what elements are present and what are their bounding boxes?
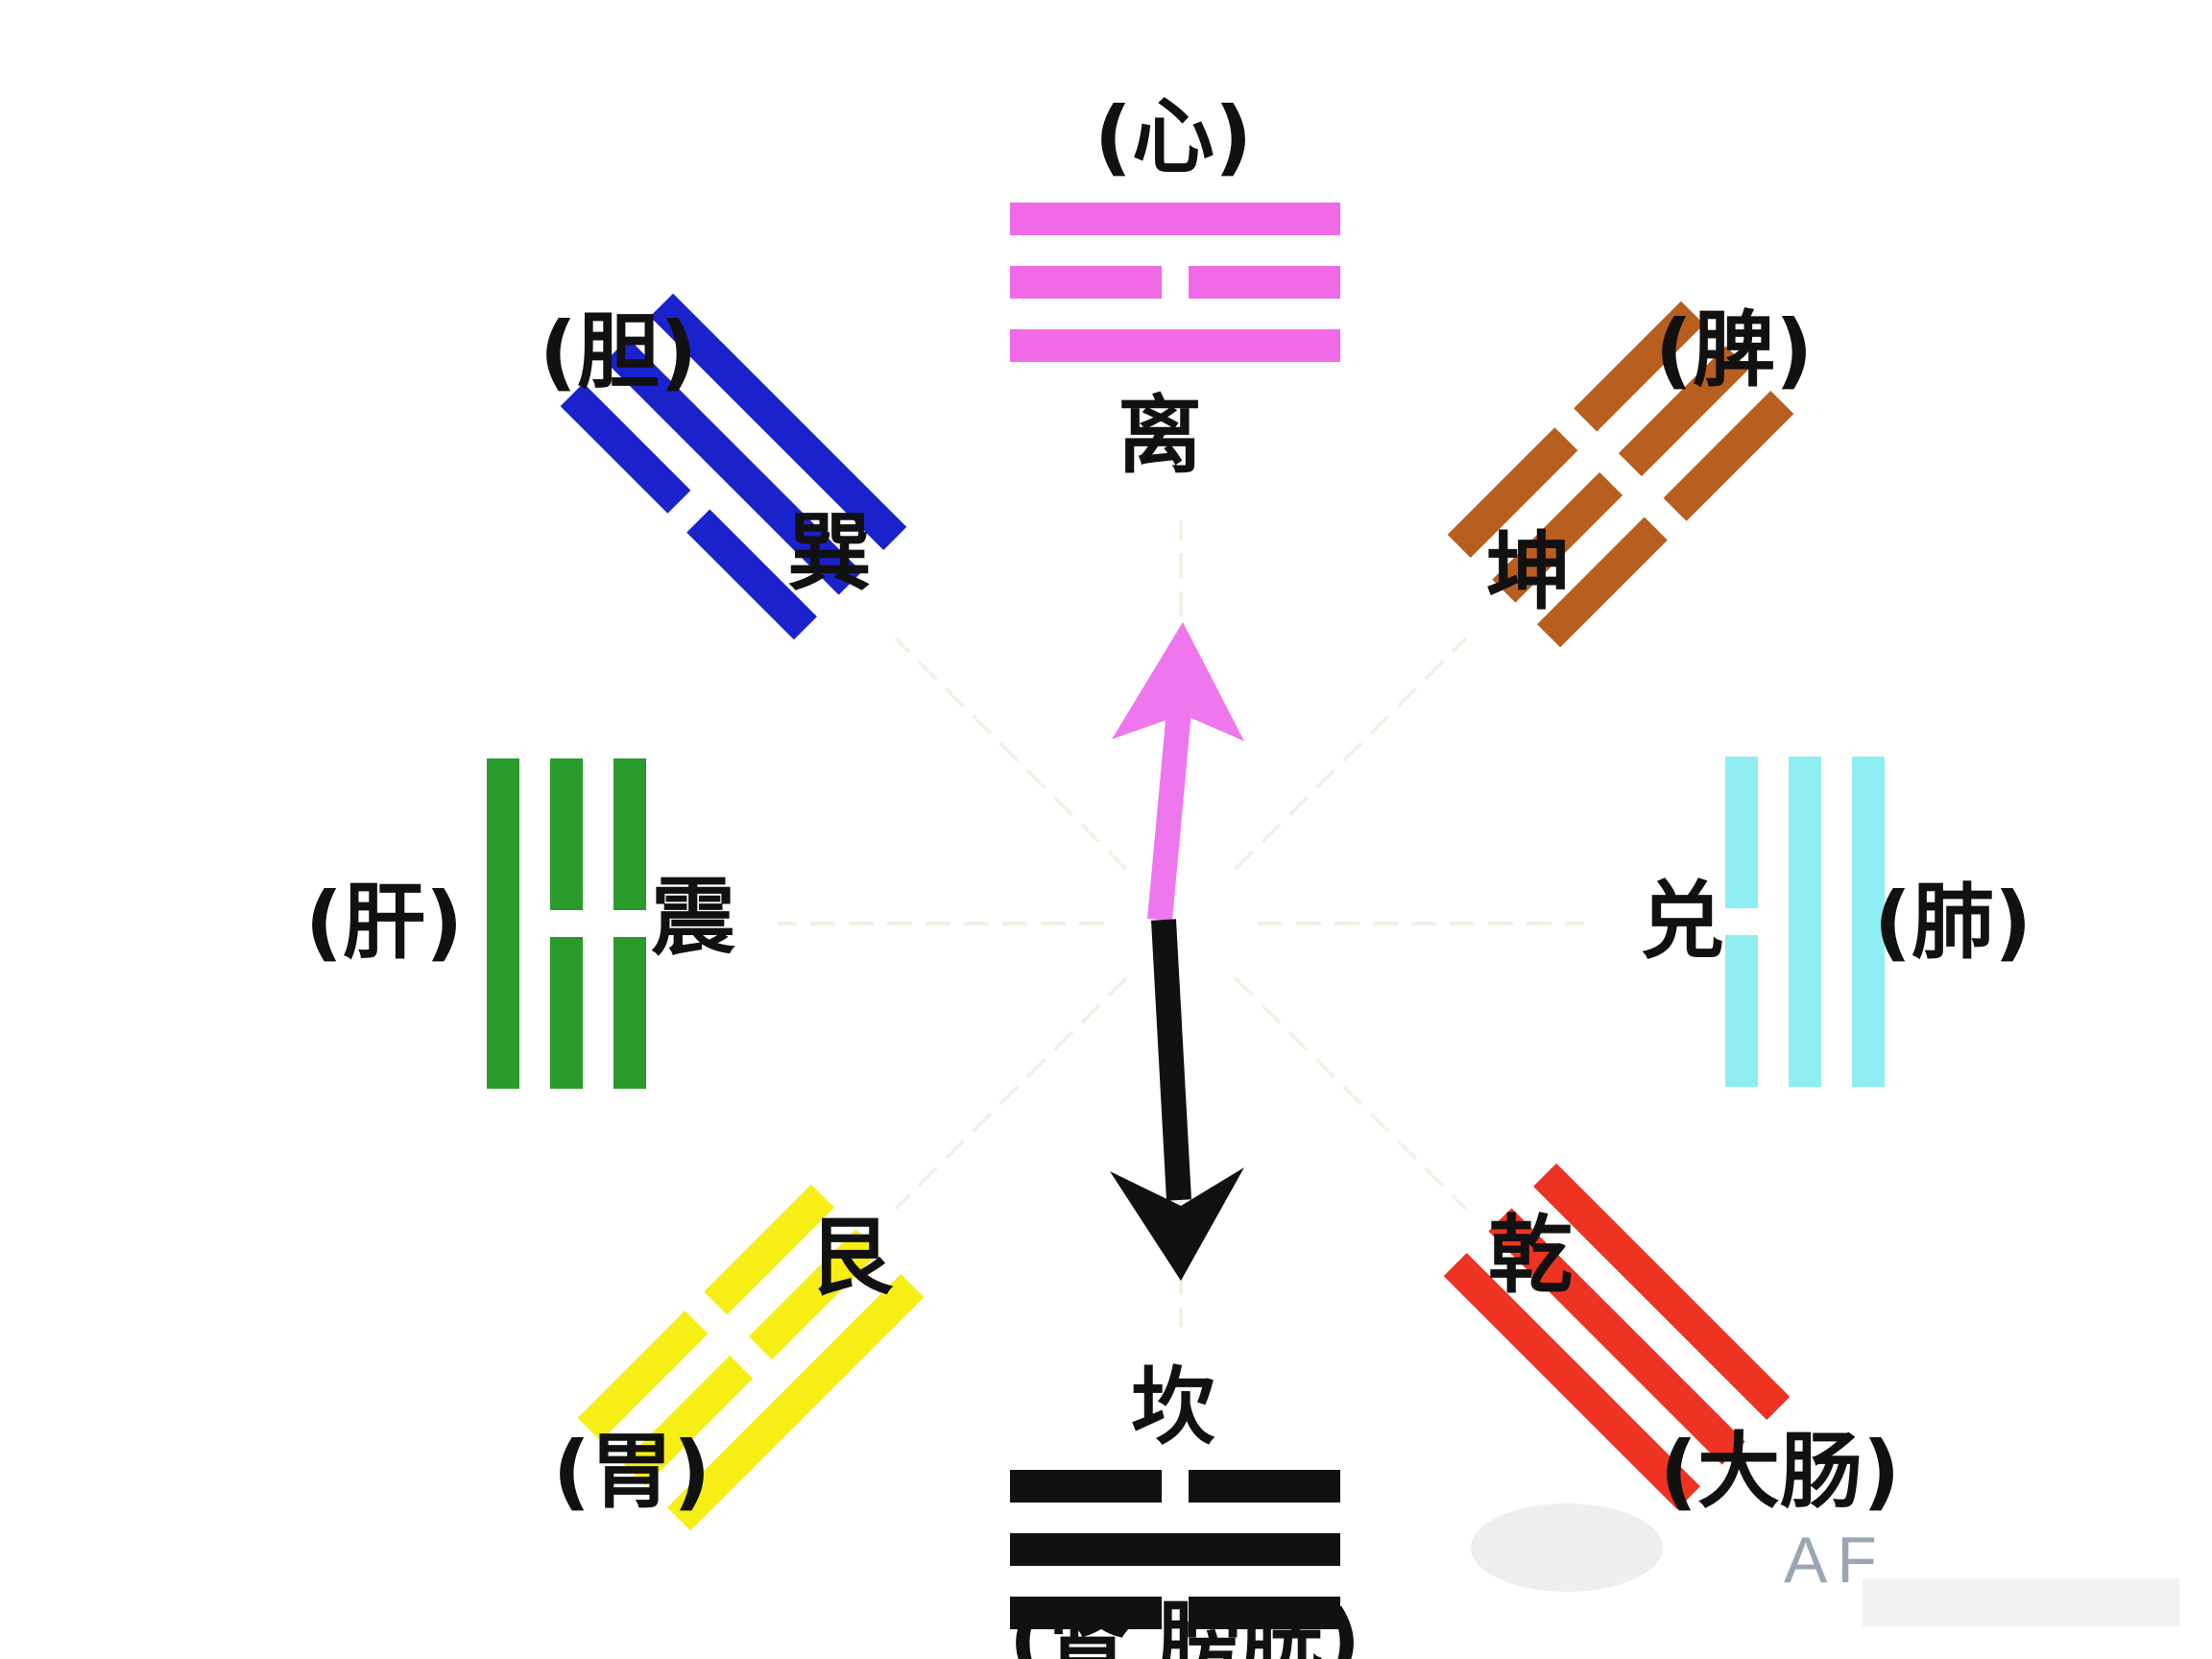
organ-label-kun: (脾)	[1655, 302, 1814, 398]
center-arrows	[1110, 622, 1244, 1281]
trigram-dui-line-1-seg-2	[1725, 757, 1758, 908]
watermark-bar	[1863, 1578, 2179, 1626]
trigram-zhen-line-3	[487, 758, 519, 1089]
organ-labels: (心) (脾) (肺) (大肠) (肾 膀胱) (胃) (肝) (胆)	[305, 89, 2032, 1659]
trigram-name-kan: 坎	[1131, 1358, 1215, 1456]
trigram-group	[487, 203, 1885, 1629]
trigram-kun-line-2-seg-1	[1492, 471, 1623, 603]
trigram-kan-line-1-seg-1	[1189, 1597, 1340, 1629]
trigram-xun-line-1	[650, 293, 907, 550]
trigram-qian-line-1	[1443, 1253, 1700, 1510]
trigram-gen-line-3-seg-2	[577, 1310, 709, 1441]
trigram-qian-line-3	[1533, 1163, 1791, 1420]
trigram-names: 离 坤 兑 乾 坎 艮 震 巽	[651, 386, 1724, 1456]
trigram-name-qian: 乾	[1488, 1206, 1573, 1305]
trigram-xun-line-3-seg-2	[686, 509, 817, 640]
trigram-zhen	[487, 758, 646, 1089]
trigram-li-line-2-seg-2	[1189, 266, 1340, 299]
trigram-qian	[1443, 1163, 1791, 1510]
guide-ray	[894, 637, 1128, 871]
trigram-kun-line-1-seg-2	[1574, 301, 1704, 432]
organ-label-xun: (胆)	[540, 304, 698, 400]
trigram-kan-line-3-seg-2	[1010, 1470, 1162, 1503]
trigram-zhen-line-2-seg-1	[550, 758, 583, 910]
arrow-up-shaft	[1147, 709, 1191, 922]
trigram-name-xun: 巽	[787, 503, 872, 602]
trigram-kan-line-1-seg-2	[1010, 1597, 1162, 1629]
trigram-gen-line-3-seg-1	[704, 1184, 834, 1315]
trigram-zhen-line-2-seg-2	[550, 937, 583, 1089]
watermark-text: AF	[1784, 1524, 1887, 1597]
organ-label-kan: (肾 膀胱)	[1009, 1593, 1361, 1659]
trigram-li-line-2-seg-1	[1010, 266, 1162, 299]
organ-label-dui: (肺)	[1874, 875, 2032, 971]
trigram-dui-line-3	[1852, 757, 1885, 1087]
guide-ray	[1234, 637, 1468, 871]
trigram-kun-line-1-seg-1	[1447, 427, 1578, 558]
trigram-gen	[577, 1184, 925, 1531]
trigram-li-line-1	[1010, 203, 1340, 235]
trigram-li-line-3	[1010, 329, 1340, 362]
trigram-kan	[1010, 1470, 1340, 1629]
guide-ray	[1234, 976, 1468, 1211]
trigram-kun-line-3-seg-2	[1663, 391, 1794, 521]
trigram-kun-line-3-seg-1	[1537, 517, 1668, 648]
trigram-xun-line-2	[605, 338, 862, 595]
trigram-kun	[1447, 301, 1794, 648]
trigram-dui-line-2	[1789, 757, 1821, 1087]
trigram-name-kun: 坤	[1486, 522, 1571, 621]
trigram-kun-line-2-seg-2	[1618, 346, 1749, 477]
trigram-kan-line-3-seg-1	[1189, 1470, 1340, 1503]
trigram-xun-line-3-seg-1	[560, 383, 691, 514]
trigram-dui	[1725, 757, 1885, 1087]
trigram-xun	[560, 293, 907, 640]
organ-label-gen: (胃)	[553, 1424, 711, 1520]
trigram-qian-line-2	[1488, 1208, 1745, 1465]
arrow-down-head	[1110, 1167, 1244, 1281]
trigram-zhen-line-1-seg-1	[613, 758, 646, 910]
trigram-gen-line-2-seg-2	[622, 1355, 754, 1486]
trigram-zhen-line-1-seg-2	[613, 937, 646, 1089]
organ-label-li: (心)	[1094, 89, 1253, 185]
watermark: AF	[1471, 1503, 2179, 1626]
trigram-gen-line-2-seg-1	[748, 1229, 879, 1360]
guide-ray	[894, 976, 1128, 1211]
trigram-name-zhen: 震	[651, 868, 735, 967]
trigram-name-li: 离	[1118, 386, 1202, 485]
trigram-gen-line-1	[667, 1274, 925, 1531]
trigram-kan-line-2	[1010, 1533, 1340, 1566]
trigram-dui-line-1-seg-1	[1725, 935, 1758, 1087]
trigram-name-dui: 兑	[1640, 872, 1724, 971]
watermark-blob	[1471, 1503, 1663, 1592]
trigram-li	[1010, 203, 1340, 362]
trigram-name-gen: 艮	[808, 1208, 894, 1307]
arrow-up-head	[1112, 622, 1244, 741]
arrow-down-shaft	[1151, 919, 1191, 1201]
organ-label-qian: (大肠)	[1660, 1424, 1901, 1520]
organ-label-zhen: (肝)	[305, 875, 464, 971]
